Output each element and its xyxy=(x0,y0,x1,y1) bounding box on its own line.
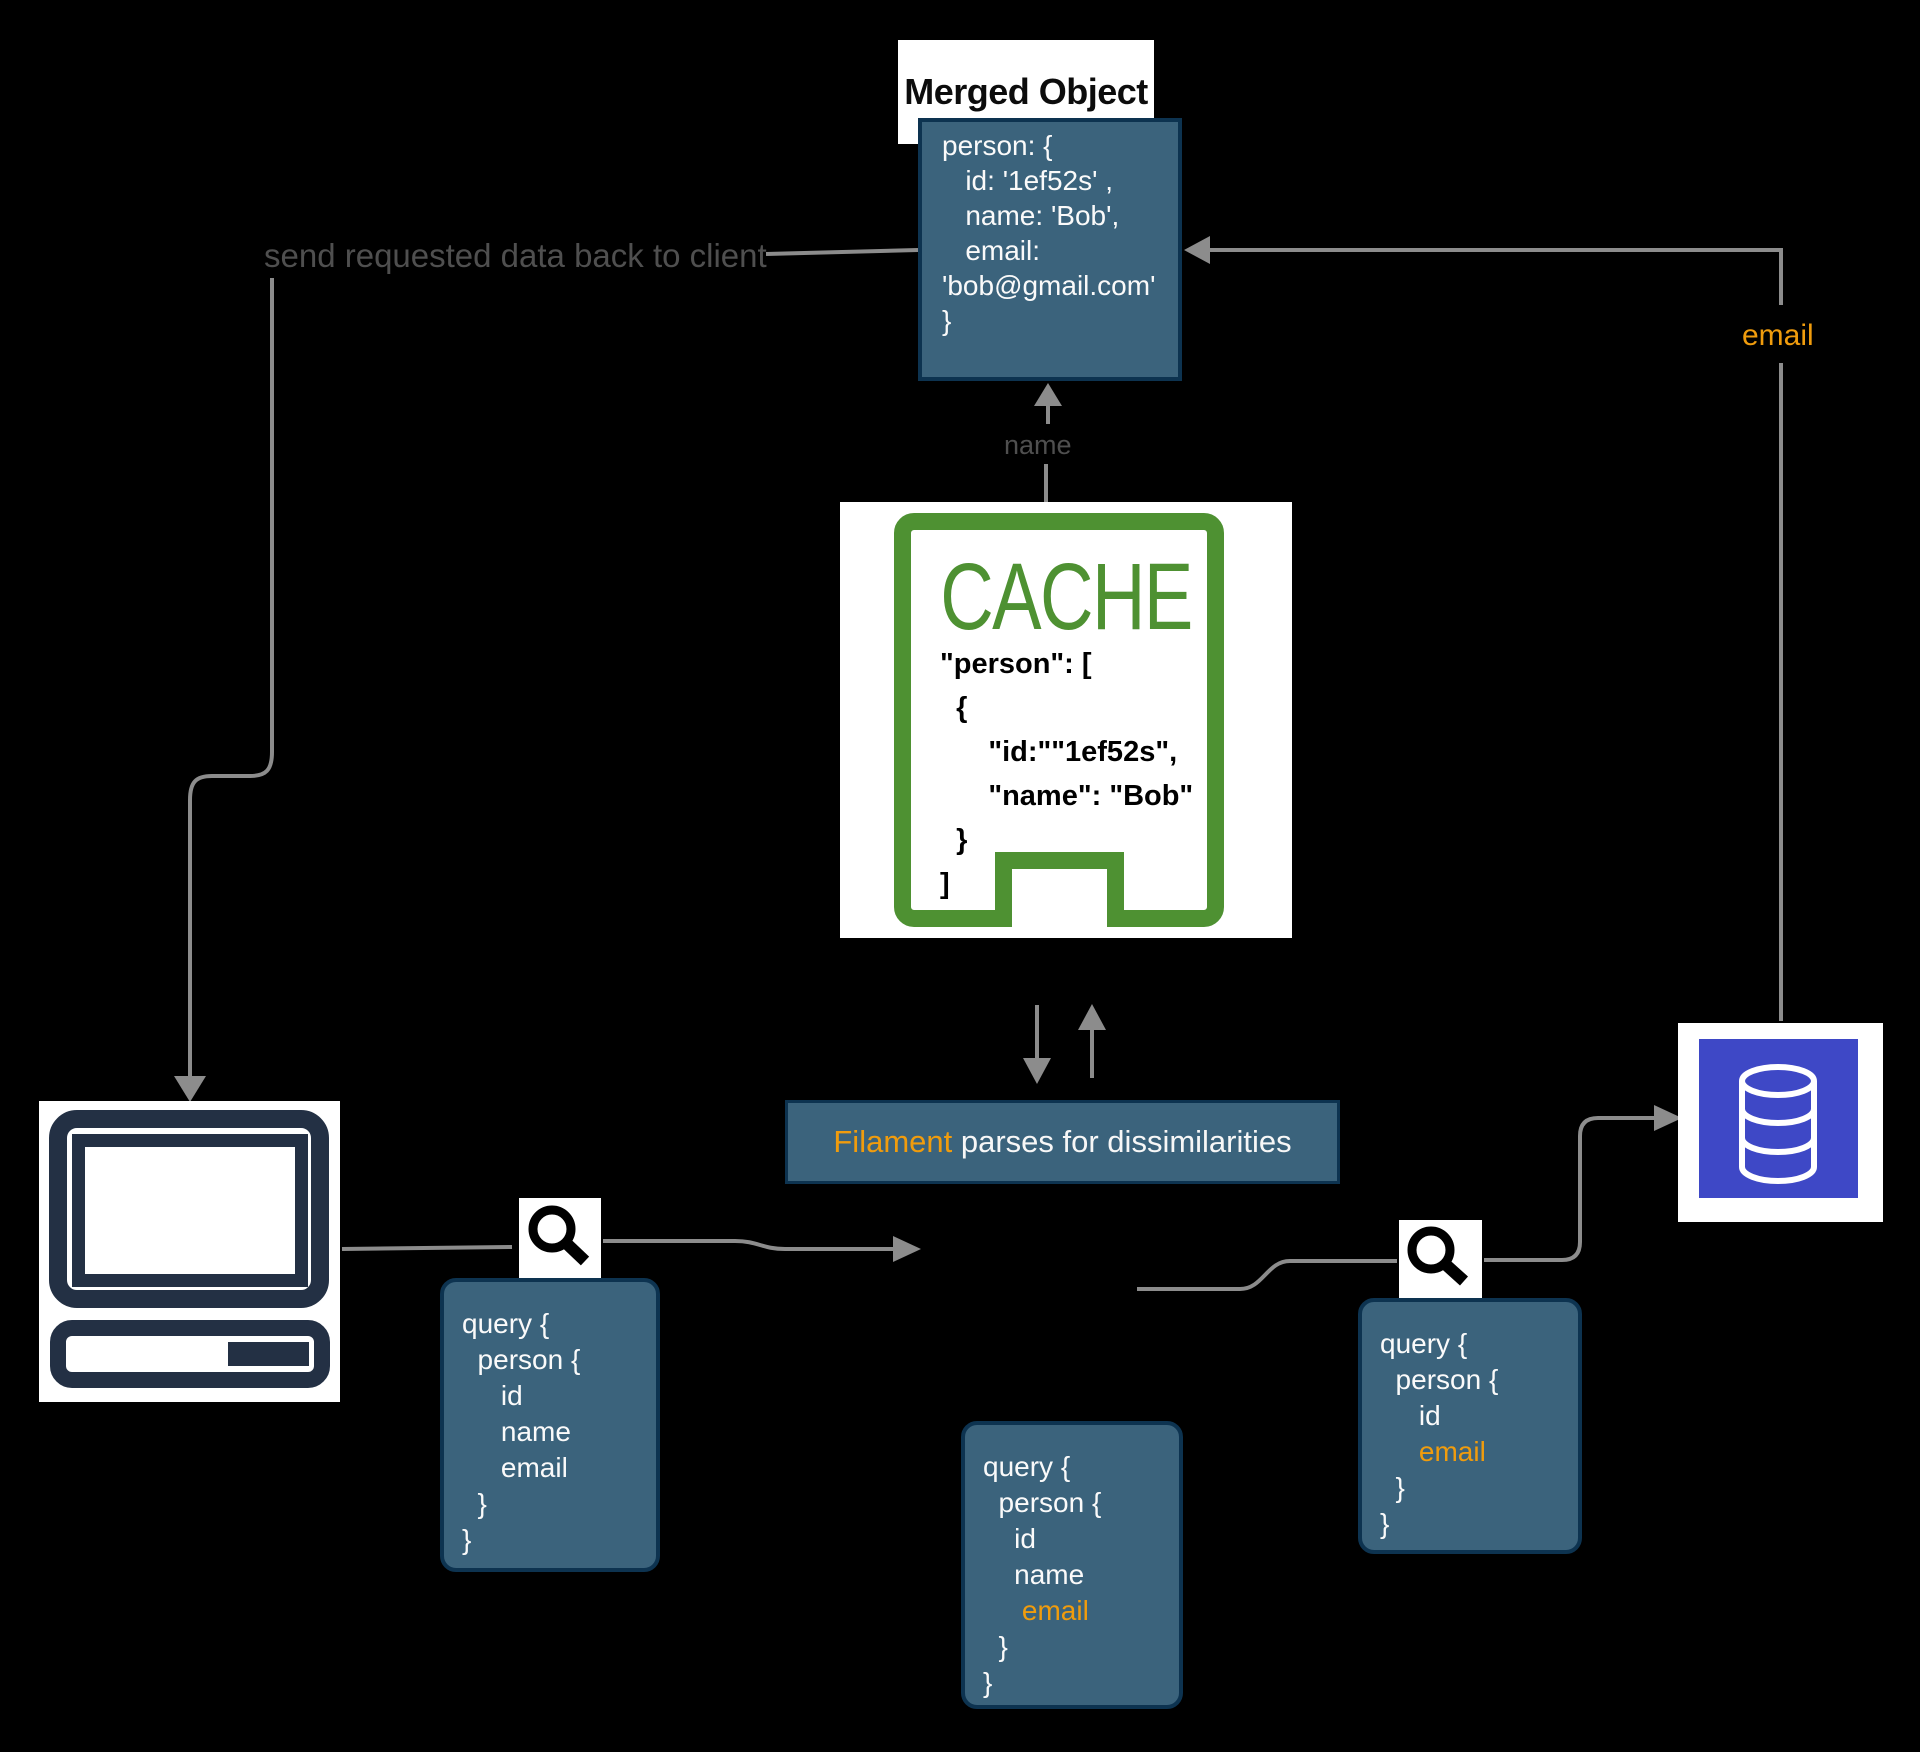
code-line: "name": "Bob" xyxy=(940,780,1194,812)
code-line: query { xyxy=(983,1451,1071,1482)
database-cylinder-glyph xyxy=(1739,1064,1817,1184)
arrowhead-right-db xyxy=(1654,1105,1682,1131)
code-line: } xyxy=(940,824,968,856)
email-edge-label: email xyxy=(1742,319,1814,352)
computer-icon xyxy=(39,1101,340,1402)
code-line: } xyxy=(462,1524,472,1555)
arrowhead-down-client xyxy=(174,1076,206,1102)
filament-parser-bar: Filament parses for dissimilarities xyxy=(785,1100,1340,1184)
magnifier-icon xyxy=(1399,1220,1482,1298)
center-to-search2-line xyxy=(1137,1259,1397,1291)
search2-to-db-line xyxy=(1484,1116,1654,1262)
code-line: } xyxy=(942,305,952,336)
code-line: email xyxy=(462,1452,568,1483)
code-line: } xyxy=(983,1667,993,1698)
magnifier-glyph xyxy=(1407,1226,1469,1286)
db-query-code: query { person { id email }} xyxy=(1380,1326,1578,1542)
arrowhead-left-merged xyxy=(1184,236,1210,264)
code-line: } xyxy=(983,1631,1008,1662)
code-line: email xyxy=(983,1595,1089,1626)
db-query-box: query { person { id email }} xyxy=(1358,1298,1582,1554)
magnifier-glyph xyxy=(528,1205,590,1266)
cache-code: "person": [ { "id:""1ef52s", "name": "Bo… xyxy=(940,642,1193,906)
cache-door-icon xyxy=(894,513,1224,927)
filament-brand-text: Filament xyxy=(833,1124,953,1159)
code-line: 'bob@gmail.com' xyxy=(942,270,1156,301)
cache-panel: CACHE "person": [ { "id:""1ef52s", "name… xyxy=(840,502,1292,938)
computer-to-search-line xyxy=(341,1245,513,1251)
code-line: query { xyxy=(1380,1328,1468,1359)
code-line: ] xyxy=(940,868,950,900)
cached-query-code: query { person { id name email }} xyxy=(983,1449,1179,1701)
code-line: id xyxy=(1380,1400,1441,1431)
arrowhead-right-center xyxy=(893,1236,921,1262)
client-query-code: query { person { id name email }} xyxy=(462,1306,656,1558)
code-line: person { xyxy=(462,1344,581,1375)
search-to-center-line xyxy=(603,1239,893,1251)
code-line: name: 'Bob', xyxy=(942,200,1120,231)
code-line: id xyxy=(462,1380,523,1411)
client-query-box: query { person { id name email }} xyxy=(440,1278,660,1572)
code-line: { xyxy=(940,692,968,724)
cache-title: CACHE xyxy=(940,544,1193,650)
merged-object-title: Merged Object xyxy=(904,71,1148,112)
code-line: name xyxy=(983,1559,1085,1590)
code-line: person { xyxy=(1380,1364,1499,1395)
send-line xyxy=(765,248,919,256)
code-line: } xyxy=(1380,1472,1405,1503)
monitor-screen xyxy=(72,1134,308,1287)
merged-object-code: person: { id: '1ef52s' , name: 'Bob', em… xyxy=(942,128,1178,338)
code-line: } xyxy=(462,1488,487,1519)
code-line: person { xyxy=(983,1487,1102,1518)
code-line: query { xyxy=(462,1308,550,1339)
arrowhead-down-filament xyxy=(1023,1058,1051,1084)
name-edge-label: name xyxy=(1004,430,1072,460)
merged-object-code-box: person: { id: '1ef52s' , name: 'Bob', em… xyxy=(918,118,1182,381)
code-line: "id:""1ef52s", xyxy=(940,736,1178,768)
send-data-label: send requested data back to client xyxy=(264,237,767,274)
cache-door-notch xyxy=(995,852,1124,927)
filament-rest-text: parses for dissimilarities xyxy=(952,1124,1292,1159)
code-line: id: '1ef52s' , xyxy=(942,165,1114,196)
arrowhead-up-name xyxy=(1034,383,1062,406)
magnifier-icon xyxy=(519,1198,601,1278)
to-client-line xyxy=(188,278,274,1078)
cached-query-box: query { person { id name email }} xyxy=(961,1421,1183,1709)
email-line-top xyxy=(1210,248,1783,305)
arrowhead-up-cache xyxy=(1078,1004,1106,1030)
code-line: "person": [ xyxy=(940,648,1092,680)
code-line: email: xyxy=(942,235,1041,266)
code-line: person: { xyxy=(942,130,1053,161)
code-line: email xyxy=(1380,1436,1486,1467)
database-icon xyxy=(1678,1023,1883,1222)
code-line: name xyxy=(462,1416,571,1447)
code-line: id xyxy=(983,1523,1036,1554)
keyboard-block xyxy=(228,1342,309,1366)
code-line: } xyxy=(1380,1508,1390,1539)
database-icon-tile xyxy=(1699,1039,1858,1198)
